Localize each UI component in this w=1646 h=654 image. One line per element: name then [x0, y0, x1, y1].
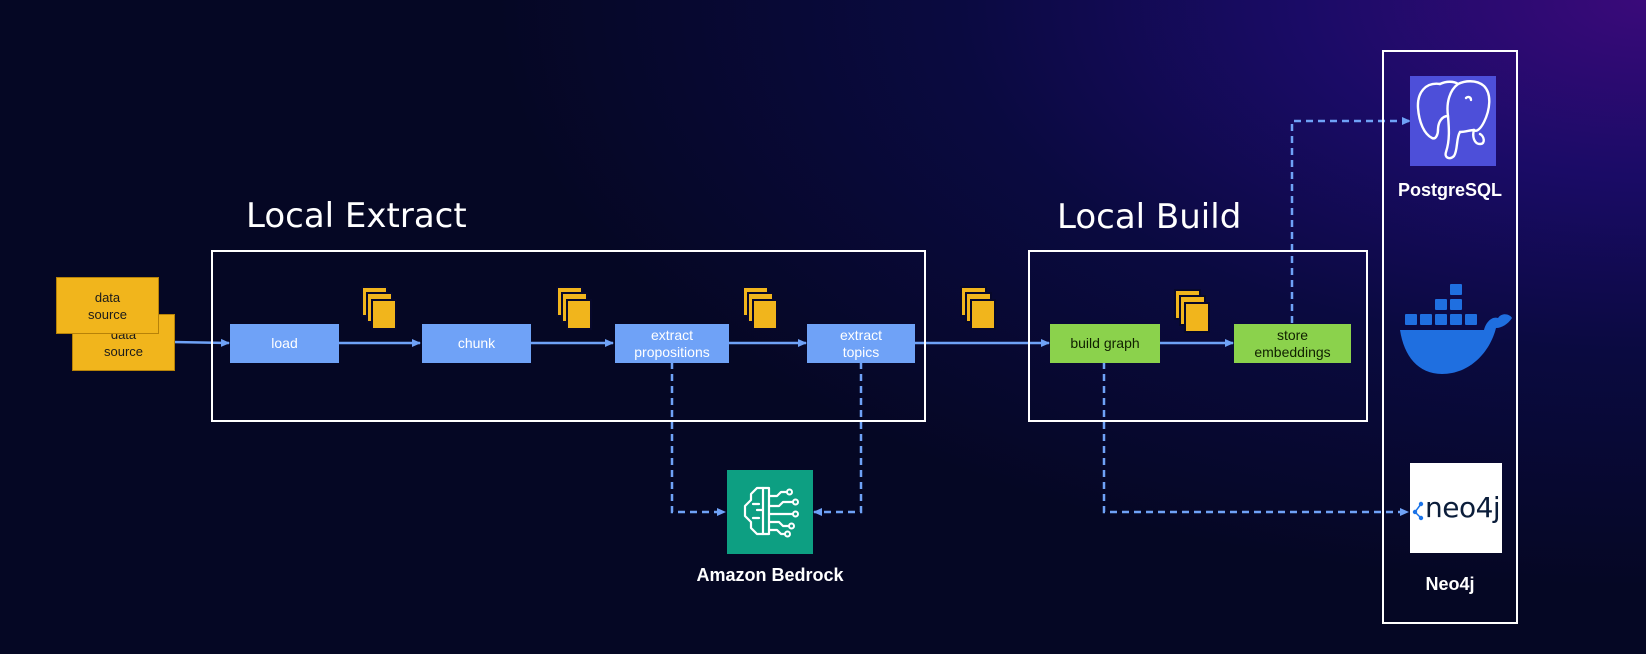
- dashed-build-graph-to-neo4j: [1102, 362, 1409, 516]
- step-build-graph: build graph: [1050, 324, 1160, 363]
- dashed-embeddings-to-postgres: [1290, 117, 1411, 323]
- elephant-icon: [1416, 80, 1491, 160]
- local-extract-title: Local Extract: [246, 196, 467, 236]
- postgresql-logo: [1410, 76, 1496, 166]
- arrow-source-to-load: [171, 338, 230, 347]
- docker-logo-icon: [1400, 284, 1512, 374]
- dashed-propositions-to-bedrock: [670, 362, 726, 516]
- neo4j-label: Neo4j: [1425, 574, 1475, 594]
- data-source-front: data source: [56, 277, 159, 334]
- storage-backends-group: [1382, 50, 1518, 624]
- documents-icon: [1174, 289, 1210, 333]
- step-chunk: chunk: [422, 324, 531, 363]
- neo4j-logo: neo4j: [1410, 463, 1502, 553]
- dashed-topics-to-bedrock: [813, 362, 863, 516]
- step-extract-topics: extract topics: [807, 324, 915, 363]
- bedrock-label: Amazon Bedrock: [696, 565, 844, 585]
- documents-icon: [556, 286, 592, 330]
- local-build-group: [1028, 250, 1368, 422]
- neo4j-nodes-icon: [1412, 501, 1424, 521]
- documents-icon: [742, 286, 778, 330]
- step-extract-propositions: extract propositions: [615, 324, 729, 363]
- postgresql-label: PostgreSQL: [1397, 180, 1503, 200]
- local-build-title: Local Build: [1057, 197, 1242, 237]
- neo4j-wordmark: neo4j: [1425, 491, 1501, 524]
- documents-icon: [960, 286, 996, 330]
- bedrock-logo: [727, 470, 813, 554]
- bedrock-icon: [743, 486, 799, 538]
- step-store-embeddings: store embeddings: [1234, 324, 1351, 363]
- step-load: load: [230, 324, 339, 363]
- local-extract-group: [211, 250, 926, 422]
- documents-icon: [361, 286, 397, 330]
